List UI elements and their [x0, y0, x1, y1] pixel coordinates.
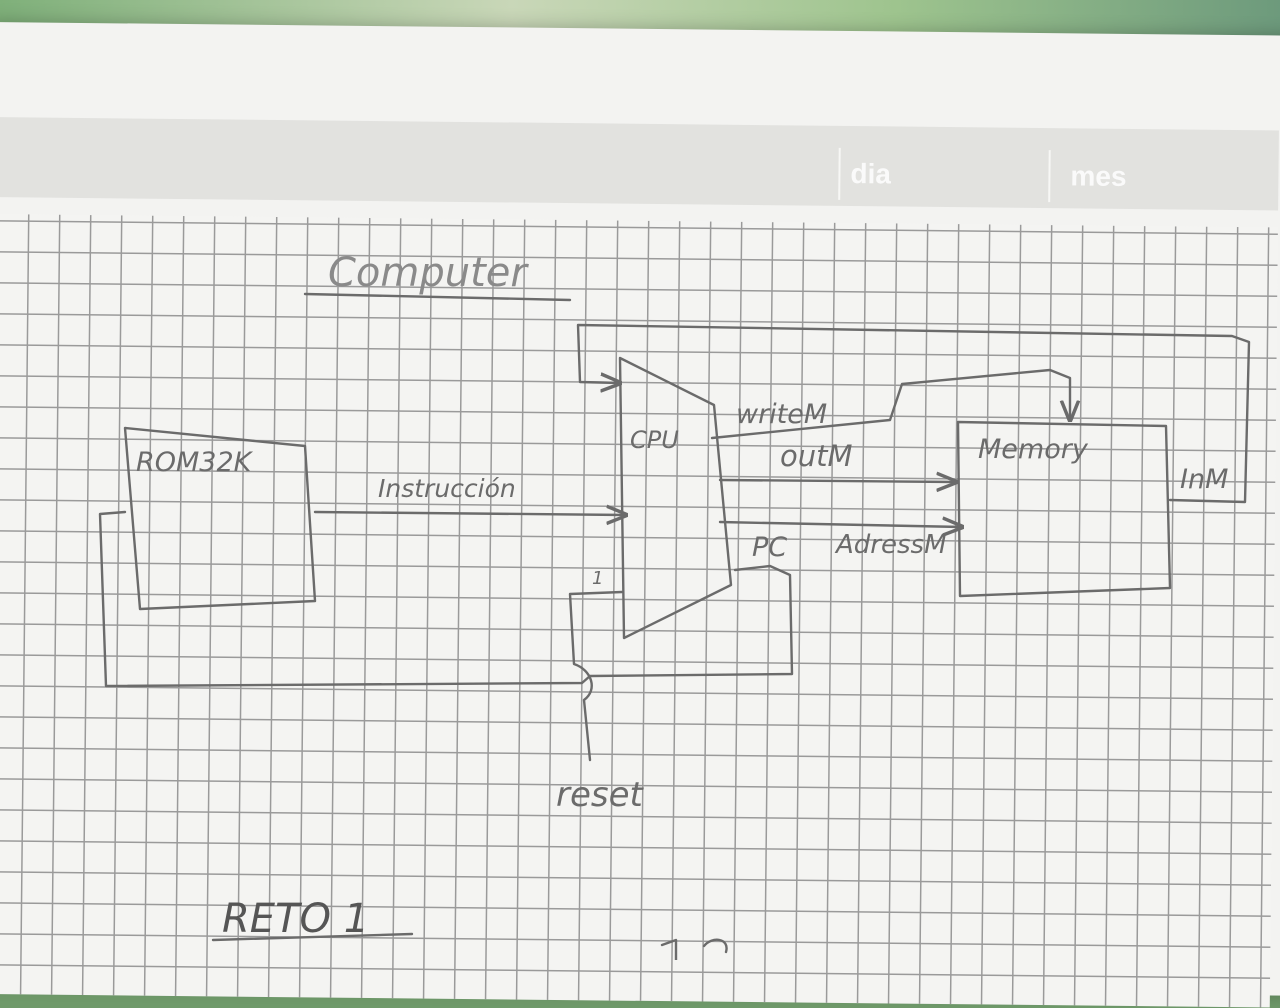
title-underline — [303, 292, 572, 302]
rom-address-wire — [98, 510, 794, 688]
diagram-title: Computer — [328, 250, 529, 296]
outm-label: outM — [780, 439, 853, 473]
memory-box — [956, 420, 1172, 598]
page-number-scribble — [660, 938, 728, 960]
hand-drawn-diagram: Computer ROM32K Instrucción CPU writeM o… — [98, 250, 1251, 960]
footer-underline — [211, 932, 414, 942]
reset-wire — [568, 590, 624, 762]
writem-label: writeM — [736, 399, 827, 430]
cpu-shape — [618, 356, 733, 640]
outm-wire — [718, 480, 956, 482]
pc-label: PC — [752, 532, 787, 563]
rom-box — [123, 426, 317, 611]
inm-wire — [576, 323, 1251, 504]
addressm-label: AdressM — [834, 530, 947, 560]
inm-label: InM — [1180, 464, 1228, 495]
footer-label: RETO 1 — [222, 896, 369, 942]
reset-label: reset — [556, 775, 645, 815]
instruction-wire — [313, 512, 626, 515]
writem-wire — [710, 368, 1070, 440]
rom-label: ROM32K — [136, 447, 254, 478]
addressm-wire — [718, 522, 962, 527]
instruction-label: Instrucción — [378, 474, 516, 503]
memory-label: Memory — [978, 434, 1089, 465]
reset-pin-label: 1 — [592, 568, 603, 589]
cpu-label: CPU — [630, 426, 679, 454]
